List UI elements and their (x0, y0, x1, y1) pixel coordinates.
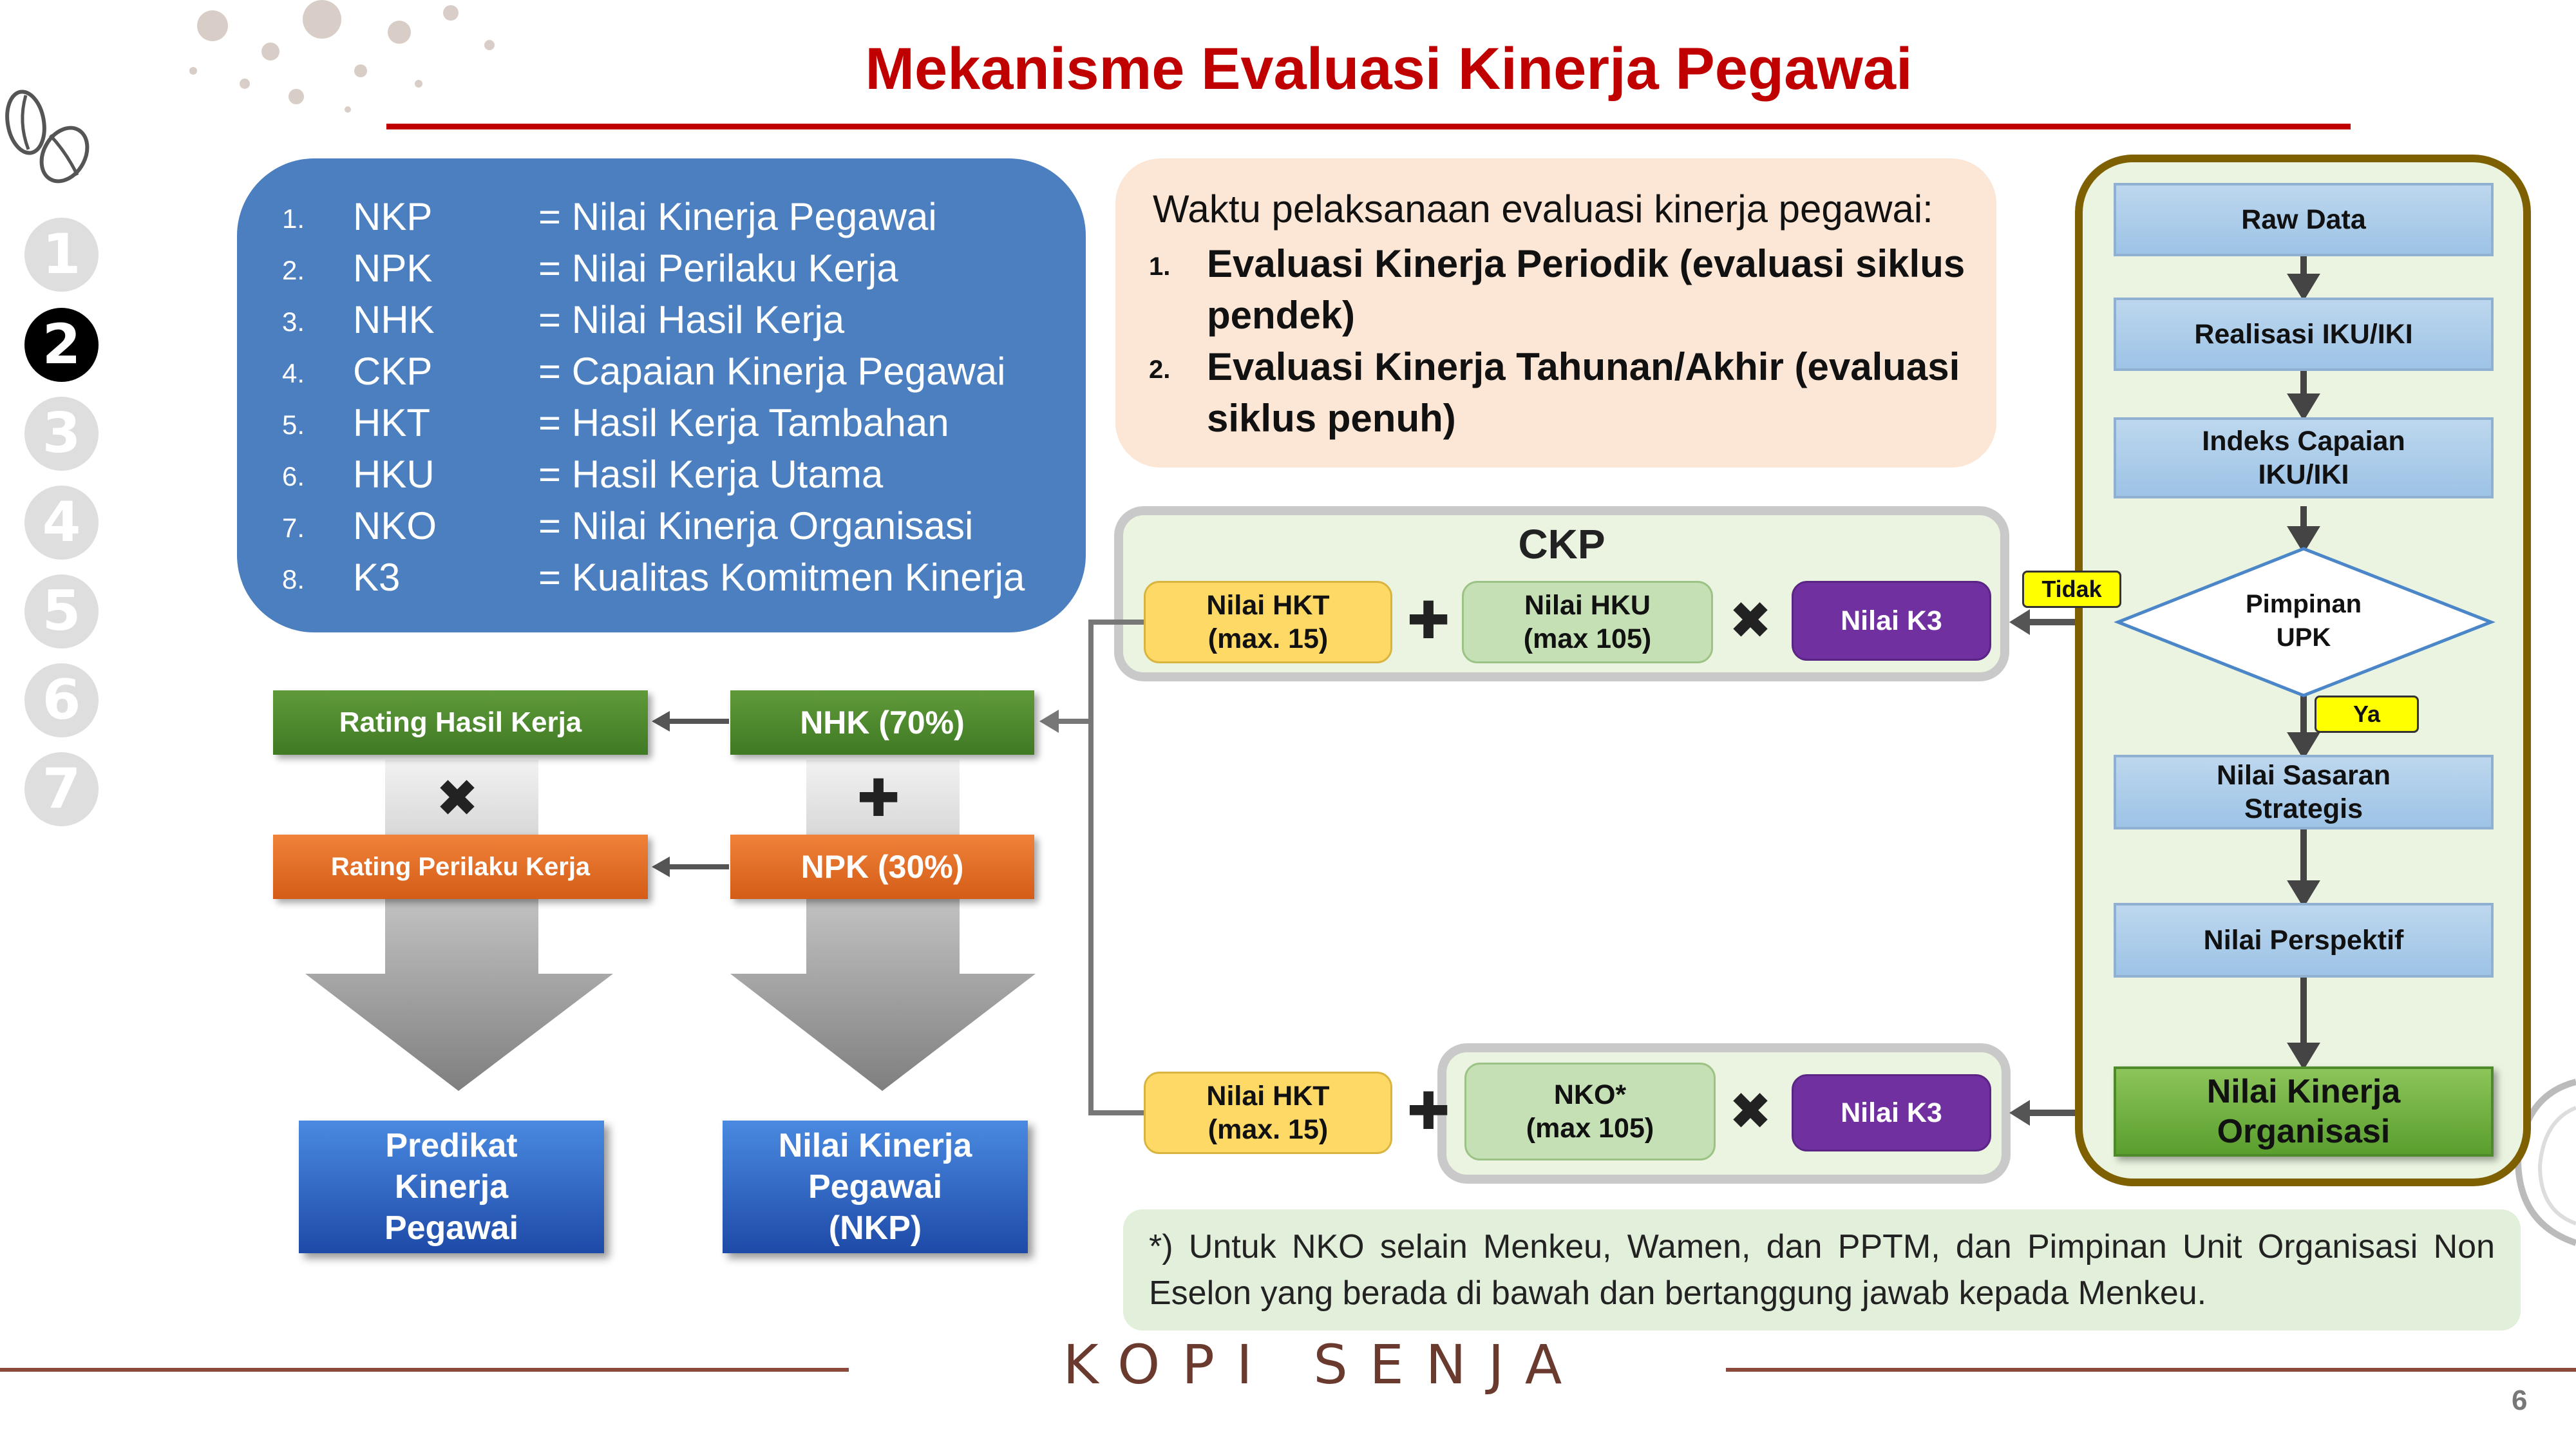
nko-row-nko: NKO* (max 105) (1464, 1063, 1716, 1160)
npk-30: NPK (30%) (730, 835, 1034, 899)
coffee-splash-decoration (189, 0, 495, 113)
nhk-70: NHK (70%) (730, 690, 1034, 755)
label-tidak: Tidak (2022, 571, 2121, 608)
abbr-term: NKP (353, 195, 433, 238)
nav-number-4[interactable]: 4 (24, 486, 99, 560)
timing-lead: Waktu pelaksanaan evaluasi kinerja pegaw… (1153, 187, 1933, 231)
abbr-definition: = Hasil Kerja Tambahan (538, 401, 949, 444)
ckp-nilai-hku: Nilai HKU (max 105) (1462, 581, 1713, 663)
nko-row-nilai-hkt: Nilai HKT (max. 15) (1144, 1072, 1392, 1154)
ckp-title: CKP (1518, 521, 1605, 567)
abbr-definition: = Hasil Kerja Utama (538, 453, 884, 496)
predikat-kinerja-pegawai: Predikat Kinerja Pegawai (299, 1121, 604, 1253)
nko-row-nilai-k3: Nilai K3 (1792, 1074, 1991, 1151)
page-title: Mekanisme Evaluasi Kinerja Pegawai (865, 36, 1913, 102)
ckp-nilai-k3: Nilai K3 (1792, 581, 1991, 661)
abbr-row: 4. CKP = Capaian Kinerja Pegawai (237, 349, 1086, 401)
plus-icon: ✚ (1406, 592, 1450, 649)
abbr-row: 3. NHK = Nilai Hasil Kerja (237, 298, 1086, 349)
footer-brand: KOPI SENJA (1063, 1333, 1584, 1396)
flow-nilai-sasaran-strategis: Nilai Sasaran Strategis (2114, 755, 2494, 829)
footnote-box: *) Untuk NKO selain Menkeu, Wamen, dan P… (1123, 1209, 2521, 1331)
timing-item: Evaluasi Kinerja Tahunan/Akhir (evaluasi… (1207, 345, 1960, 440)
abbr-number: 4. (282, 358, 305, 388)
label-ya: Ya (2315, 696, 2419, 733)
abbr-definition: = Nilai Kinerja Organisasi (538, 504, 974, 547)
multiply-icon: ✖ (1728, 592, 1772, 649)
nav-number-5[interactable]: 5 (24, 574, 99, 649)
abbr-definition: = Kualitas Komitmen Kinerja (538, 556, 1025, 599)
nav-number-1[interactable]: 1 (24, 218, 99, 292)
flow-realisasi-iku-iki: Realisasi IKU/IKI (2114, 298, 2494, 371)
footer-line-left (0, 1368, 849, 1372)
abbr-definition: = Nilai Perilaku Kerja (538, 247, 898, 290)
abbr-term: HKU (353, 453, 435, 496)
footer-line-right (1726, 1368, 2576, 1372)
abbr-term: CKP (353, 350, 433, 393)
abbreviation-legend: 1. NKP = Nilai Kinerja Pegawai 2. NPK = Nila… (237, 158, 1086, 632)
nav-number-6[interactable]: 6 (24, 663, 99, 737)
coffee-bean-icon (5, 90, 90, 184)
abbr-term: NHK (353, 298, 435, 341)
timing-item-number: 2. (1149, 355, 1171, 384)
flow-indeks-capaian: Indeks Capaian IKU/IKI (2114, 417, 2494, 498)
abbr-row: 2. NPK = Nilai Perilaku Kerja (237, 246, 1086, 298)
abbr-number: 1. (282, 204, 305, 234)
abbr-number: 3. (282, 307, 305, 337)
rating-hasil-kerja: Rating Hasil Kerja (273, 690, 648, 755)
abbr-term: K3 (353, 556, 401, 599)
footnote-text: *) Untuk NKO selain Menkeu, Wamen, dan P… (1149, 1228, 2495, 1312)
flow-pimpinan-upk: Pimpinan UPK (2245, 590, 2362, 652)
flow-nilai-perspektif: Nilai Perspektif (2114, 903, 2494, 978)
abbr-definition: = Capaian Kinerja Pegawai (538, 350, 1006, 393)
abbr-number: 8. (282, 564, 305, 594)
abbr-number: 6. (282, 461, 305, 491)
plus-icon: ✚ (857, 770, 900, 827)
nilai-kinerja-pegawai-nkp: Nilai Kinerja Pegawai (NKP) (723, 1121, 1028, 1253)
abbr-term: NPK (353, 247, 433, 290)
abbr-row: 1. NKP = Nilai Kinerja Pegawai (237, 194, 1086, 246)
plus-icon: ✚ (1406, 1083, 1450, 1140)
abbr-term: NKO (353, 504, 437, 547)
evaluation-timing-box: Waktu pelaksanaan evaluasi kinerja pegaw… (1115, 158, 1996, 468)
abbr-row: 5. HKT = Hasil Kerja Tambahan (237, 401, 1086, 452)
page-number: 6 (2512, 1385, 2528, 1416)
timing-item: Evaluasi Kinerja Periodik (evaluasi sikl… (1207, 242, 1965, 337)
ckp-nilai-hkt: Nilai HKT (max. 15) (1144, 581, 1392, 663)
multiply-icon: ✖ (1728, 1083, 1772, 1140)
abbr-number: 2. (282, 255, 305, 285)
rating-perilaku-kerja: Rating Perilaku Kerja (273, 835, 648, 899)
title-underline (386, 124, 2351, 129)
abbr-row: 8. K3 = Kualitas Komitmen Kinerja (237, 555, 1086, 607)
abbr-row: 6. HKU = Hasil Kerja Utama (237, 452, 1086, 504)
flow-raw-data: Raw Data (2114, 183, 2494, 256)
abbr-definition: = Nilai Hasil Kerja (538, 298, 845, 341)
flow-nilai-kinerja-organisasi: Nilai Kinerja Organisasi (2114, 1066, 2494, 1157)
abbr-term: HKT (353, 401, 430, 444)
abbr-row: 7. NKO = Nilai Kinerja Organisasi (237, 504, 1086, 555)
multiply-icon: ✖ (435, 770, 479, 827)
right-flow-arrows (2114, 256, 2496, 1070)
nav-number-3[interactable]: 3 (24, 397, 99, 471)
abbr-number: 5. (282, 410, 305, 440)
decision-diamond (2114, 547, 2496, 697)
nav-number-7[interactable]: 7 (24, 752, 99, 826)
abbr-number: 7. (282, 513, 305, 543)
timing-item-number: 1. (1149, 252, 1171, 281)
abbr-definition: = Nilai Kinerja Pegawai (538, 195, 937, 238)
nav-number-2[interactable]: 2 (24, 308, 99, 382)
